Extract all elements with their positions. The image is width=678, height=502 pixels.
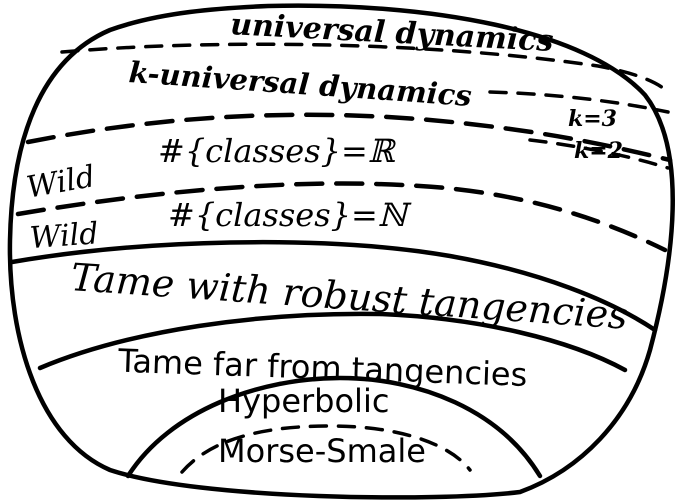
outer-boundary [7, 3, 675, 500]
boundary-wild [15, 181, 668, 253]
label-wild-reals: Wild [24, 159, 98, 205]
label-wild-naturals: Wild [29, 216, 100, 256]
boundary-tame-far [37, 311, 628, 373]
label-hyperbolic: Hyperbolic [218, 382, 389, 420]
boundary-universal [60, 42, 670, 94]
label-tame-robust: Tame with robust tangencies [70, 255, 630, 338]
boundary-tame-robust [9, 239, 658, 333]
formula-wild-naturals: #{classes}=ℕ [168, 196, 412, 234]
label-universal-dynamics: universal dynamics [229, 7, 554, 59]
boundary-k3 [488, 90, 670, 114]
label-morse-smale: Morse-Smale [218, 432, 426, 470]
label-k3: k=3 [568, 106, 617, 132]
formula-wild-reals: #{classes}=ℝ [158, 132, 397, 170]
boundary-k-universal [25, 112, 673, 163]
label-k2: k=2 [574, 138, 623, 164]
boundary-hyperbolic [125, 375, 543, 479]
boundary-k2 [528, 138, 670, 170]
boundary-morse-smale [180, 424, 472, 474]
label-k-universal-dynamics: k-universal dynamics [128, 55, 473, 113]
